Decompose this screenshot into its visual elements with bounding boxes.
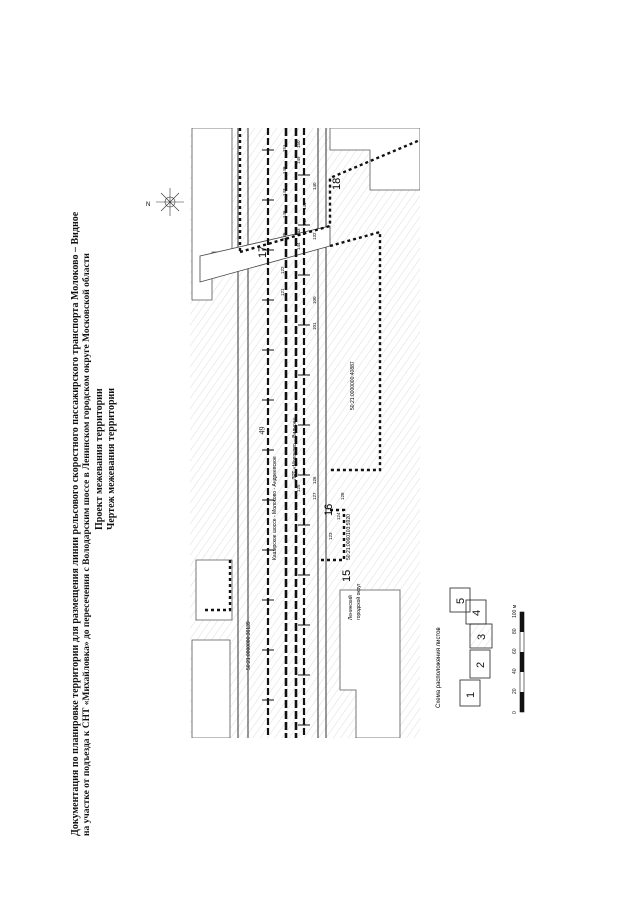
parcel-label-c: 50:21:0060103:5920 [346,514,352,560]
point-label: 126 [312,476,317,484]
sheet-4-label: 4 [471,610,483,616]
point-label: 141 [302,202,307,210]
point-label: 125 [296,484,301,492]
sheet-3-label: 3 [476,634,488,640]
sheet-layout-scheme [449,587,493,707]
scale-tick-label: 80 [512,628,518,634]
point-label: 127 [312,492,317,500]
zone-label-17: 17 [257,246,269,258]
parcel-label-b: 50:21:0000000:40887 [350,361,356,410]
point-label: 128 [340,492,345,500]
zone-label-18: 18 [331,178,343,190]
point-label: 142 [302,218,307,226]
point-label: 150 [296,140,301,148]
rail-name-label: ЛРТ «Молоково – Видное» [292,417,298,480]
point-label: 101 [312,322,317,330]
sheet-5-label: 5 [455,598,467,604]
sheet-1-box [459,679,481,707]
point-label: 148 [282,166,287,174]
north-label: N [146,202,150,208]
sheet-2-box [469,649,491,679]
point-label: 149 [296,156,301,164]
scale-tick-label: 0 [512,711,518,714]
rail-ticks [262,149,310,726]
boundary-lines [205,128,420,612]
point-label: 144 [296,242,301,250]
zone-label-16: 16 [323,504,335,516]
scheme-label: Схема расположения листов [436,627,442,708]
scale-tick-label: 60 [512,648,518,654]
scale-tick-label: 20 [512,688,518,694]
scale-tick-label: 100 м [512,604,518,618]
point-label: 132 [312,232,317,240]
sheet-2-label: 2 [475,662,487,668]
building-outlines [191,128,420,738]
point-label: 123 [328,532,333,540]
district-label-line2: городской округ [355,583,362,620]
sheet-1-label: 1 [465,692,477,698]
rail-tracks [266,128,306,738]
zone-label-15: 15 [341,570,353,582]
road-name-label: Каширское шоссе - Молоково - Андреевское [272,456,278,560]
point-label: 146 [282,210,287,218]
point-label: 151 [282,144,287,152]
parcel-label-a: 50:21:0000000:36139 [246,621,252,670]
scale-bar [519,611,525,713]
point-label: 140 [312,182,317,190]
point-label: 121 [280,288,285,296]
point-label: 124 [336,512,341,520]
district-label-line1: Ленинский [347,595,354,620]
point-label: 147 [282,188,287,196]
point-label: 100 [312,296,317,304]
point-label: 145 [282,232,287,240]
point-labels: 101 100 122 121 145 146 147 148 149 150 … [280,140,345,540]
point-label: 122 [280,266,285,274]
point-label: 143 [296,228,301,236]
sheet-5-box [449,587,471,613]
north-arrow-icon [156,188,184,216]
scale-tick-label: 40 [512,668,518,674]
